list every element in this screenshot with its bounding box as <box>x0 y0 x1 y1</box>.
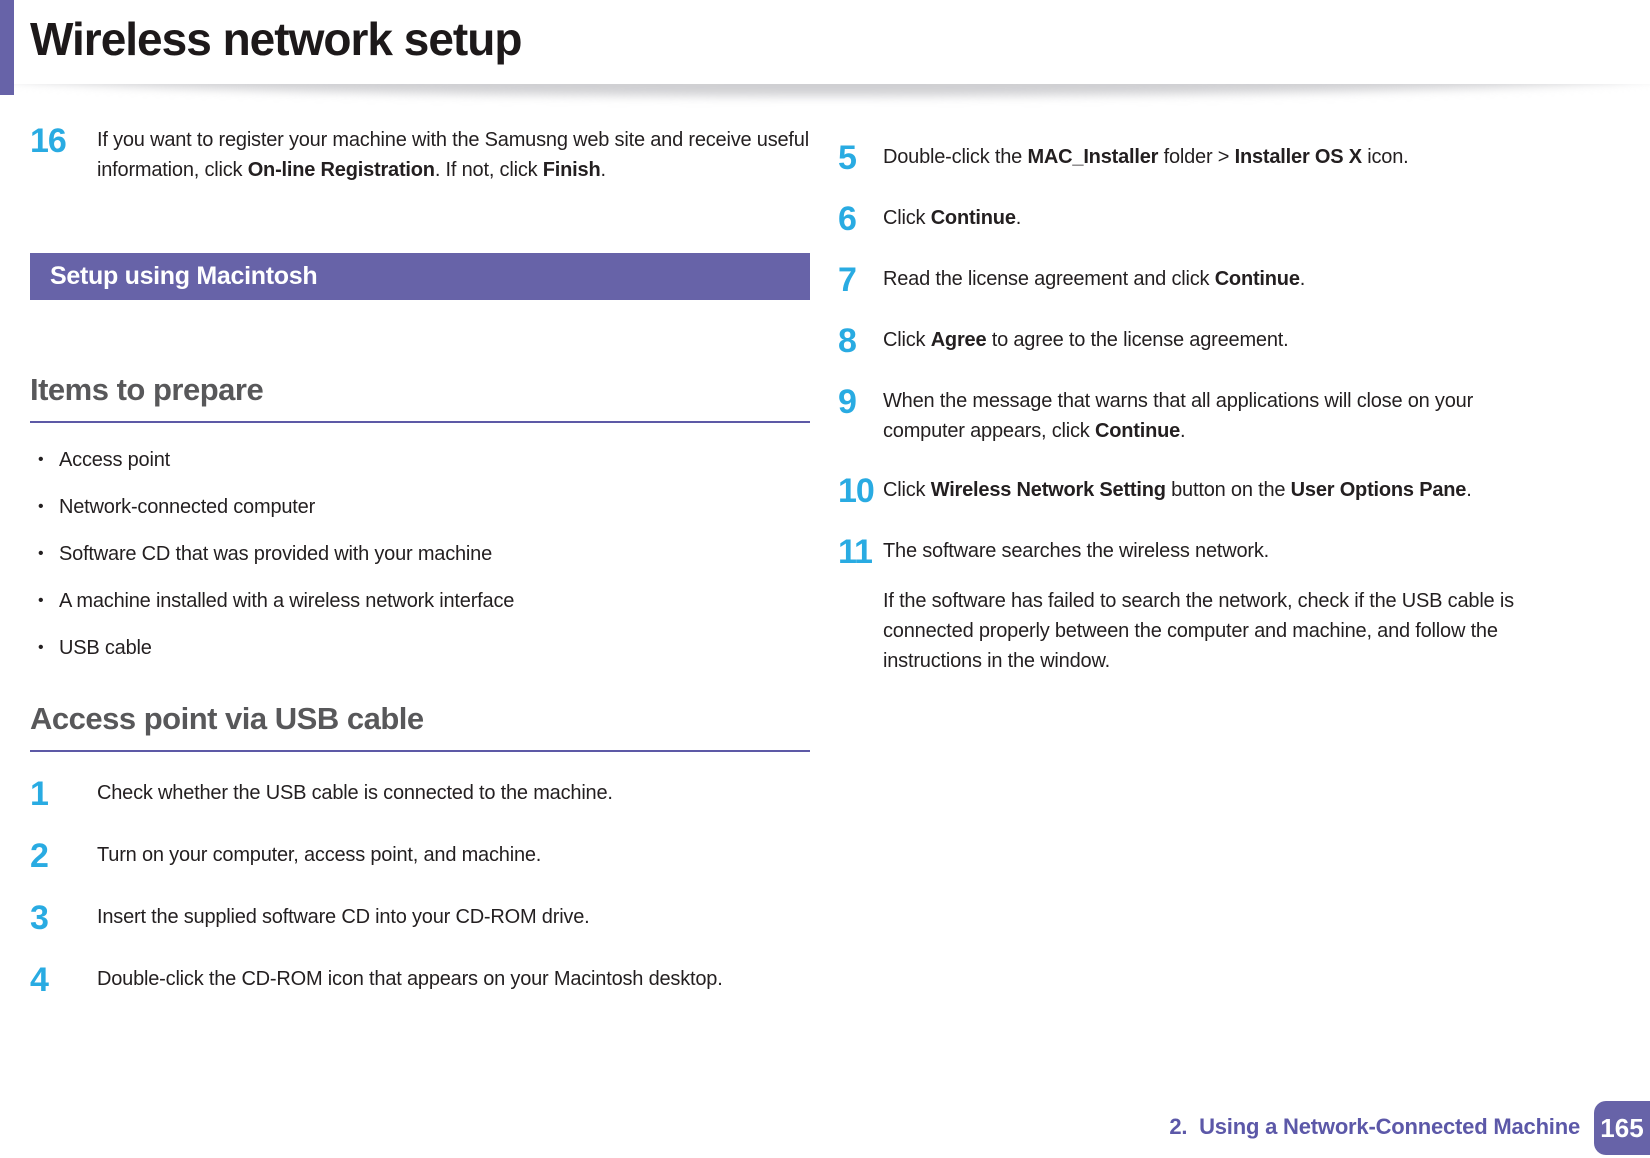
step-text: Double-click the MAC_Installer folder > … <box>883 146 1409 168</box>
step-number: 1 <box>30 775 49 813</box>
page-number-badge: 165 <box>1594 1101 1650 1155</box>
step-item: 3 Insert the supplied software CD into yo… <box>30 899 810 937</box>
step-text: Turn on your computer, access point, and… <box>97 844 542 866</box>
step-item: 5 Double-click the MAC_Installer folder >… <box>838 139 1550 177</box>
prepare-list: • Access point • Network-connected computer… <box>30 445 810 663</box>
step-number: 8 <box>838 322 857 360</box>
right-steps-list: 5 Double-click the MAC_Installer folder >… <box>838 139 1550 676</box>
step-number: 11 <box>838 533 873 571</box>
step-text: Double-click the CD-ROM icon that appear… <box>97 968 723 990</box>
header-background <box>0 0 1650 84</box>
step-text: When the message that warns that all app… <box>883 390 1474 442</box>
bullet-label: A machine installed with a wireless netw… <box>59 590 515 612</box>
step-text: The software searches the wireless netwo… <box>883 540 1514 672</box>
prepare-list-item: • Software CD that was provided with your… <box>30 539 810 569</box>
left-column: 16 If you want to register your machine w… <box>30 122 810 1026</box>
step-text: Insert the supplied software CD into you… <box>97 906 590 928</box>
step-number: 4 <box>30 961 49 999</box>
section-banner-setup-macintosh: Setup using Macintosh <box>30 253 810 300</box>
step-item: 7 Read the license agreement and click Co… <box>838 261 1550 299</box>
step-item: 4 Double-click the CD-ROM icon that appea… <box>30 961 810 999</box>
left-steps-list: 1 Check whether the USB cable is connecte… <box>30 775 810 999</box>
bullet-label: USB cable <box>59 637 152 659</box>
step-text: Read the license agreement and click Con… <box>883 268 1306 290</box>
step-number: 2 <box>30 837 49 875</box>
step-number: 16 <box>30 122 67 160</box>
prepare-list-item: • Network-connected computer <box>30 492 810 522</box>
right-column: 5 Double-click the MAC_Installer folder >… <box>838 139 1550 705</box>
bullet-label: Software CD that was provided with your … <box>59 543 493 565</box>
step-text: Click Wireless Network Setting button on… <box>883 479 1472 501</box>
prepare-list-item: • USB cable <box>30 633 810 663</box>
step-text: Click Continue. <box>883 207 1022 229</box>
step-item: 6 Click Continue. <box>838 200 1550 238</box>
bullet-label: Network-connected computer <box>59 496 316 518</box>
step-number: 7 <box>838 261 857 299</box>
step-number: 10 <box>838 472 875 510</box>
heading-items-to-prepare: Items to prepare <box>30 372 810 423</box>
page-title: Wireless network setup <box>30 13 522 65</box>
footer-chapter-title: 2. Using a Network-Connected Machine <box>1169 1114 1580 1139</box>
bullet-dot: • <box>38 592 44 609</box>
bullet-dot: • <box>38 498 44 515</box>
step-item: 1 Check whether the USB cable is connecte… <box>30 775 810 813</box>
step-item: 2 Turn on your computer, access point, an… <box>30 837 810 875</box>
step-number: 3 <box>30 899 49 937</box>
step-text: Check whether the USB cable is connected… <box>97 782 613 804</box>
bullet-dot: • <box>38 545 44 562</box>
bullet-label: Access point <box>59 449 170 471</box>
step-item: 11 The software searches the wireless net… <box>838 533 1550 676</box>
header-accent-bar <box>0 0 14 95</box>
heading-access-point-via-usb: Access point via USB cable <box>30 701 810 752</box>
step-item: 10 Click Wireless Network Setting button … <box>838 472 1550 510</box>
bullet-dot: • <box>38 451 44 468</box>
step-text: Click Agree to agree to the license agre… <box>883 329 1289 351</box>
prepare-list-item: • Access point <box>30 445 810 475</box>
step-item: 16 If you want to register your machine w… <box>30 122 810 185</box>
step-item: 8 Click Agree to agree to the license agr… <box>838 322 1550 360</box>
step-item: 9 When the message that warns that all ap… <box>838 383 1550 446</box>
step-text: If you want to register your machine wit… <box>97 129 809 181</box>
prepare-list-item: • A machine installed with a wireless net… <box>30 586 810 616</box>
step-number: 9 <box>838 383 857 421</box>
bullet-dot: • <box>38 639 44 656</box>
step-number: 6 <box>838 200 857 238</box>
step-number: 5 <box>838 139 857 177</box>
